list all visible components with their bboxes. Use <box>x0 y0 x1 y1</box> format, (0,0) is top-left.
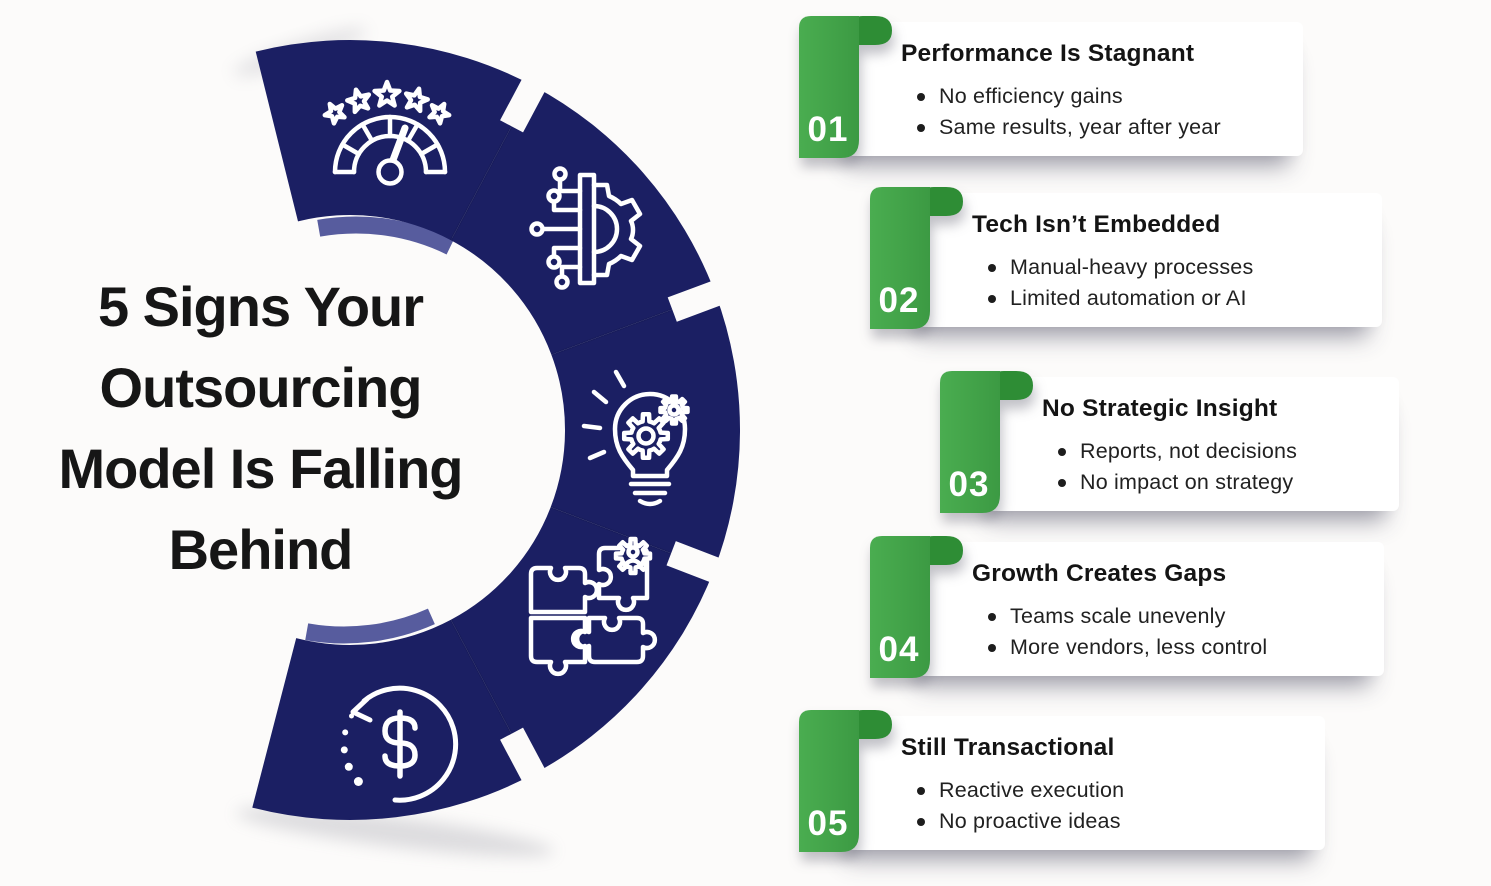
ribbon-number-badge: 05 <box>797 706 897 866</box>
item-bullets: Reactive execution No proactive ideas <box>901 775 1341 837</box>
arc-inner-highlight-bottom <box>305 608 435 644</box>
arc-segment-1 <box>255 40 534 241</box>
ribbon-shape <box>870 187 963 329</box>
sign-item-3: 03 No Strategic Insight Reports, not dec… <box>938 367 1491 532</box>
item-content: No Strategic Insight Reports, not decisi… <box>1042 395 1482 498</box>
circuit-gear-icon <box>529 166 643 290</box>
dollar-cycle-icon <box>340 685 459 803</box>
bullet: More vendors, less control <box>986 632 1412 663</box>
item-content: Growth Creates Gaps Teams scale unevenly… <box>972 560 1412 663</box>
puzzle-pieces-icon <box>528 537 658 677</box>
sign-item-1: 01 Performance Is Stagnant No efficiency… <box>797 12 1417 177</box>
item-card <box>904 542 1384 676</box>
item-number: 04 <box>878 630 920 669</box>
page-title-line: Model Is Falling <box>58 437 463 500</box>
item-bullets: No efficiency gains Same results, year a… <box>901 81 1341 143</box>
bullet: No proactive ideas <box>915 806 1341 837</box>
bullet: Reactive execution <box>915 775 1341 806</box>
item-bullets: Teams scale unevenly More vendors, less … <box>972 601 1412 663</box>
speedometer-rating-icon <box>319 82 455 186</box>
arc-segment-3 <box>550 293 741 570</box>
item-card <box>833 716 1325 850</box>
item-title: Still Transactional <box>901 734 1115 761</box>
item-title: No Strategic Insight <box>1042 395 1278 422</box>
ribbon-number-badge: 01 <box>797 12 897 172</box>
item-bullets: Manual-heavy processes Limited automatio… <box>972 252 1412 314</box>
ribbon-shape <box>870 536 963 678</box>
page-title-line: Behind <box>168 518 354 581</box>
page-title-line: Outsourcing <box>99 356 423 419</box>
sign-item-4: 04 Growth Creates Gaps Teams scale uneve… <box>868 532 1488 697</box>
ribbon-shape <box>799 710 892 852</box>
arc-notches <box>500 70 730 790</box>
item-number: 03 <box>948 465 990 504</box>
item-card <box>833 22 1303 156</box>
item-content: Performance Is Stagnant No efficiency ga… <box>901 40 1341 143</box>
item-content: Still Transactional Reactive execution N… <box>901 734 1341 837</box>
item-title: Tech Isn’t Embedded <box>972 211 1221 238</box>
bullet: Limited automation or AI <box>986 283 1412 314</box>
item-number: 02 <box>878 281 920 320</box>
bullet: Same results, year after year <box>915 112 1341 143</box>
arc-inner-highlight-top <box>317 216 455 255</box>
arc-segment-2 <box>450 85 716 355</box>
sign-item-5: 05 Still Transactional Reactive executio… <box>797 706 1417 871</box>
dotted-arc <box>340 713 363 786</box>
arc-bottom-shadow <box>236 807 554 857</box>
bullet: Reports, not decisions <box>1056 436 1482 467</box>
item-content: Tech Isn’t Embedded Manual-heavy process… <box>972 211 1412 314</box>
segmented-arc-graphic <box>233 27 741 857</box>
ribbon-shape <box>940 371 1033 513</box>
item-title: Growth Creates Gaps <box>972 560 1227 587</box>
lightbulb-gears-icon <box>581 369 689 507</box>
ribbon-shape <box>799 16 892 158</box>
ribbon-number-badge: 04 <box>868 532 968 692</box>
ribbon-number-badge: 03 <box>938 367 1038 527</box>
bullet: No efficiency gains <box>915 81 1341 112</box>
bullet: Manual-heavy processes <box>986 252 1412 283</box>
page-title: 5 Signs Your Outsourcing Model Is Fallin… <box>8 266 513 590</box>
item-number: 05 <box>807 804 849 843</box>
page-title-line: 5 Signs Your <box>97 275 424 338</box>
item-card <box>904 193 1382 327</box>
item-number: 01 <box>807 110 849 149</box>
item-bullets: Reports, not decisions No impact on stra… <box>1042 436 1482 498</box>
ribbon-number-badge: 02 <box>868 183 968 343</box>
bullet: No impact on strategy <box>1056 467 1482 498</box>
item-title: Performance Is Stagnant <box>901 40 1195 67</box>
bullet: Teams scale unevenly <box>986 601 1412 632</box>
sign-item-2: 02 Tech Isn’t Embedded Manual-heavy proc… <box>868 183 1488 348</box>
item-card <box>974 377 1399 511</box>
